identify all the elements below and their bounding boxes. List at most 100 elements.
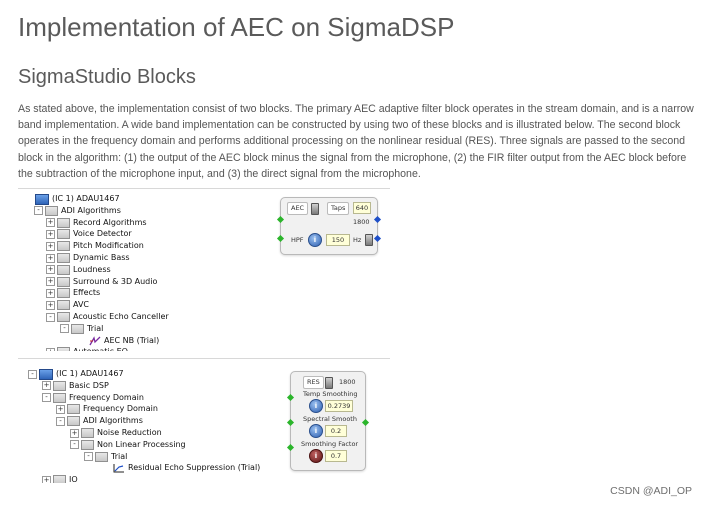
tree-node[interactable]: - ADI Algorithms: [56, 415, 143, 427]
spectral-smooth-knob-icon[interactable]: i: [309, 424, 323, 438]
tree-node[interactable]: Residual Echo Suppression (Trial): [102, 462, 260, 474]
expand-icon[interactable]: +: [46, 229, 55, 239]
expand-icon[interactable]: +: [46, 288, 55, 298]
tree-node[interactable]: + Basic DSP: [42, 380, 109, 392]
aec-rate-value: 1800: [353, 218, 370, 226]
taps-tag: Taps: [327, 202, 350, 215]
hpf-bypass-slider[interactable]: [365, 234, 373, 246]
tree-node[interactable]: (IC 1) ADAU1467: [24, 193, 120, 205]
tree-node[interactable]: +IO: [42, 474, 78, 483]
tree-node-label: Acoustic Echo Canceller: [73, 312, 169, 321]
temp-smoothing-value[interactable]: 0.2739: [325, 400, 353, 412]
expand-icon[interactable]: +: [46, 300, 55, 310]
res-block-icon: [113, 463, 125, 473]
res-bypass-slider[interactable]: [325, 377, 333, 389]
aec-name-tag: AEC: [287, 202, 309, 215]
res-input-pin-2[interactable]: [286, 418, 295, 427]
section-heading: SigmaStudio Blocks: [18, 66, 196, 88]
tree-node[interactable]: - Frequency Domain: [42, 392, 144, 404]
tree-node[interactable]: + Effects: [46, 287, 100, 299]
tree-node[interactable]: -Non Linear Processing: [70, 439, 186, 451]
spectral-smooth-value[interactable]: 0.2: [325, 425, 347, 437]
tree-node-label: ADI Algorithms: [83, 416, 143, 426]
expand-icon[interactable]: +: [42, 475, 51, 483]
folder-icon: [81, 439, 94, 450]
tree-node-label: Residual Echo Suppression (Trial): [128, 463, 261, 473]
aec-input-pin-2[interactable]: [276, 234, 285, 243]
folder-icon: [53, 475, 66, 483]
tree-node-label: Effects: [73, 288, 101, 298]
aec-input-pin-1[interactable]: [276, 215, 285, 224]
expand-icon[interactable]: +: [46, 218, 55, 228]
tree-node[interactable]: - (IC 1) ADAU1467: [28, 368, 124, 380]
res-input-pin-3[interactable]: [286, 443, 295, 452]
res-block[interactable]: RES 1800 Temp Smoothing i 0.2739 Spectra…: [286, 371, 370, 471]
tree-node[interactable]: + Surround & 3D Audio: [46, 276, 157, 288]
aec-output-pin-2[interactable]: [373, 234, 382, 243]
folder-icon: [57, 229, 70, 240]
collapse-icon[interactable]: -: [60, 324, 69, 334]
hpf-knob-icon[interactable]: i: [308, 233, 322, 247]
expand-icon[interactable]: +: [56, 404, 65, 414]
folder-icon: [57, 217, 70, 228]
expand-icon[interactable]: +: [46, 265, 55, 275]
expand-icon[interactable]: +: [70, 428, 79, 438]
smoothing-factor-value[interactable]: 0.7: [325, 450, 347, 462]
res-output-pin[interactable]: [361, 418, 370, 427]
collapse-icon[interactable]: -: [34, 206, 43, 216]
tree-node-label: Frequency Domain: [69, 392, 144, 402]
smoothing-factor-knob-icon[interactable]: i: [309, 449, 323, 463]
spectral-smooth-label: Spectral Smooth: [303, 415, 357, 423]
aec-block[interactable]: AEC Taps 640 1800 HPF i 150 Hz: [276, 197, 382, 255]
hpf-value[interactable]: 150: [326, 234, 350, 246]
folder-icon: [57, 347, 70, 351]
tree-node-label: (IC 1) ADAU1467: [56, 369, 124, 378]
tree-node[interactable]: +Noise Reduction: [70, 427, 162, 439]
hz-label: Hz: [353, 236, 362, 244]
folder-icon: [57, 300, 70, 311]
tree-node-label: Basic DSP: [69, 380, 109, 390]
expand-icon[interactable]: +: [46, 253, 55, 263]
res-input-pin-1[interactable]: [286, 393, 295, 402]
tree-node-label: Trial: [87, 323, 104, 333]
expand-icon[interactable]: +: [46, 277, 55, 287]
page-title: Implementation of AEC on SigmaDSP: [18, 12, 455, 42]
expand-icon[interactable]: +: [46, 241, 55, 251]
collapse-icon[interactable]: -: [42, 393, 51, 403]
tree-node-label: AVC: [73, 300, 90, 310]
tree-node-label: Loudness: [73, 264, 111, 274]
tree-node[interactable]: AEC NB (Trial): [78, 335, 159, 347]
tree-node[interactable]: + Frequency Domain: [56, 403, 158, 415]
collapse-icon[interactable]: -: [28, 369, 37, 379]
tree-node-label: Frequency Domain: [83, 404, 158, 414]
collapse-icon[interactable]: -: [70, 440, 79, 450]
watermark: CSDN @ADI_OP: [610, 485, 692, 497]
expand-icon[interactable]: +: [46, 347, 55, 351]
tree-node[interactable]: + Loudness: [46, 264, 111, 276]
tree-node[interactable]: +Dynamic Bass: [46, 252, 130, 264]
tree-node[interactable]: + AVC: [46, 299, 89, 311]
tree-node[interactable]: - Trial: [84, 451, 127, 463]
aec-bypass-slider[interactable]: [311, 203, 319, 215]
tree-node-label: Surround & 3D Audio: [73, 276, 158, 286]
tree-node-label: Voice Detector: [73, 229, 132, 239]
tree-node[interactable]: +Record Algorithms: [46, 217, 147, 229]
tree-node-label: AEC NB (Trial): [104, 335, 160, 345]
tree-node[interactable]: +Pitch Modification: [46, 240, 144, 252]
tree-node[interactable]: +Automatic EQ: [46, 346, 128, 351]
expand-icon[interactable]: +: [42, 381, 51, 391]
res-name-tag: RES: [303, 376, 324, 389]
aec-output-pin-1[interactable]: [373, 215, 382, 224]
taps-value[interactable]: 640: [353, 202, 371, 214]
collapse-icon[interactable]: -: [46, 312, 55, 322]
collapse-icon[interactable]: -: [84, 452, 93, 462]
tree-node[interactable]: - ADI Algorithms: [34, 205, 121, 217]
temp-smoothing-knob-icon[interactable]: i: [309, 399, 323, 413]
tree-node-label: Trial: [111, 451, 128, 461]
collapse-icon[interactable]: -: [56, 416, 65, 426]
tree-node[interactable]: + Voice Detector: [46, 228, 132, 240]
tree-node[interactable]: - Trial: [60, 323, 103, 335]
tree-node[interactable]: - Acoustic Echo Canceller: [46, 311, 169, 323]
tree-node-label: ADI Algorithms: [61, 205, 121, 215]
res-rate-value: 1800: [339, 378, 356, 386]
